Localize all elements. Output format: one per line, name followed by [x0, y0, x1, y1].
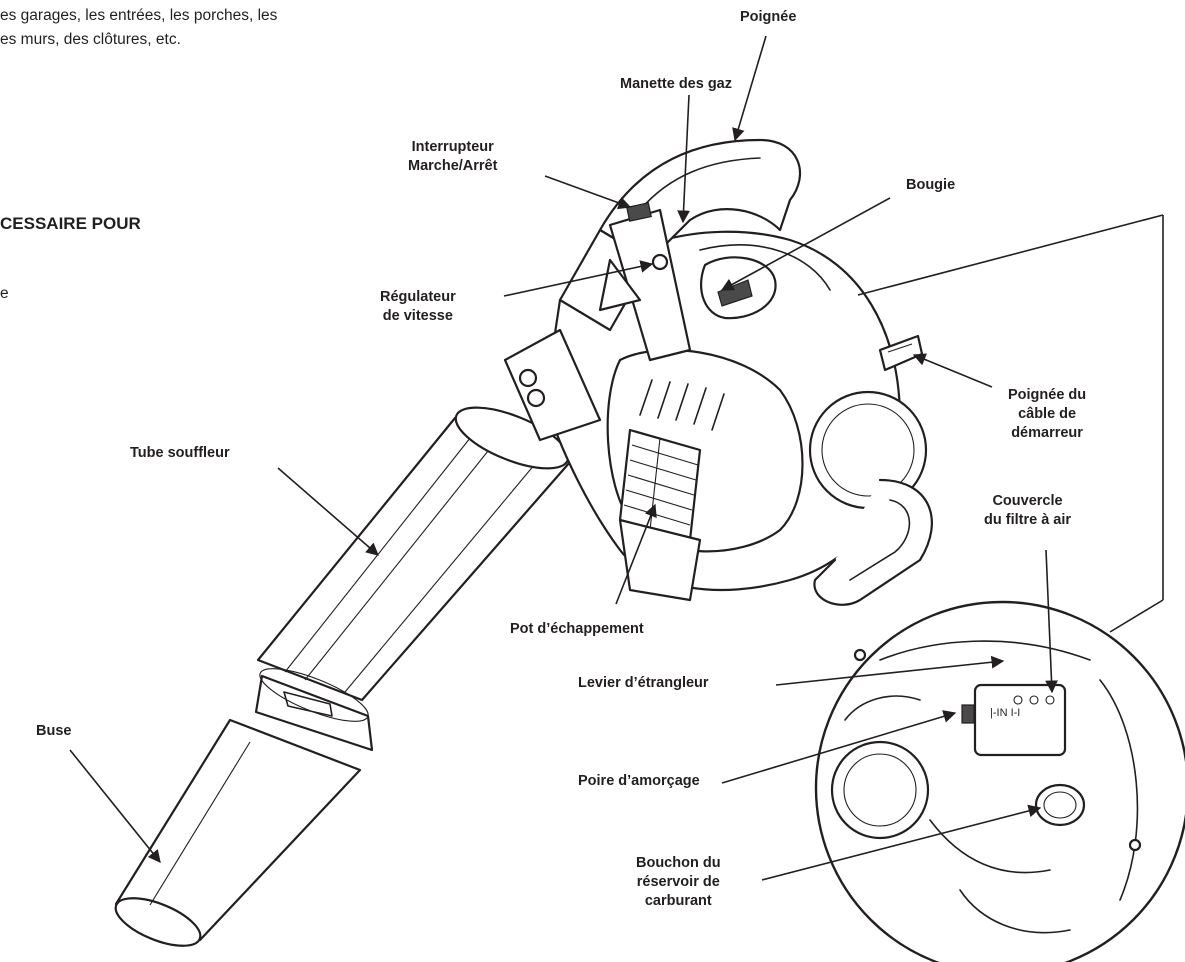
engine-housing-drawing [543, 230, 933, 606]
leader-manette-gaz [677, 94, 690, 224]
label-interrupteur: Interrupteur Marche/Arrêt [408, 138, 497, 176]
label-tube-souffleur: Tube souffleur [130, 444, 230, 463]
leader-bouchon [761, 804, 1042, 881]
leader-bougie [720, 197, 891, 291]
label-bougie-text: Bougie [906, 177, 956, 193]
leader-lines [69, 35, 1058, 881]
label-poignee: Poignée [740, 8, 796, 27]
label-levier-etrangleur: Levier d’étrangleur [578, 674, 709, 693]
label-interrupteur-line-1: Interrupteur [411, 139, 494, 155]
tube-collar-drawing [503, 328, 602, 442]
leader-levier [775, 655, 1005, 686]
handle-drawing [558, 138, 831, 362]
label-buse: Buse [36, 722, 71, 741]
label-couvercle-filtre-line-2: du filtre à air [984, 512, 1072, 528]
label-poignee-cable-line-3: démarreur [1011, 425, 1083, 441]
label-manette-gaz-text: Manette des gaz [620, 76, 732, 92]
intro-text-line-2: es murs, des clôtures, etc. [0, 31, 181, 48]
leader-pot-echappement [615, 503, 657, 605]
label-poire-amorcage: Poire d’amorçage [578, 772, 700, 791]
label-poire-amorcage-text: Poire d’amorçage [578, 773, 700, 789]
inset-detail-drawing: |-IN I-I [814, 214, 1185, 962]
leader-couvercle [1045, 549, 1058, 694]
leader-poignee [732, 35, 767, 142]
label-poignee-cable-line-1: Poignée du [1008, 387, 1087, 403]
label-bouchon-reservoir-line-3: carburant [644, 893, 712, 909]
label-interrupteur-line-2: Marche/Arrêt [408, 158, 498, 174]
leader-poignee-cable [912, 353, 993, 388]
label-poignee-cable-line-2: câble de [1018, 406, 1077, 422]
label-bouchon-reservoir-line-2: réservoir de [636, 874, 720, 890]
label-regulateur-line-2: de vitesse [382, 308, 453, 324]
label-bougie: Bougie [906, 176, 955, 195]
label-levier-etrangleur-text: Levier d’étrangleur [578, 675, 709, 691]
label-bouchon-reservoir: Bouchon du réservoir de carburant [636, 854, 721, 911]
label-poignee-cable: Poignée du câble de démarreur [1008, 386, 1086, 443]
leader-regulateur [503, 260, 654, 297]
nozzle-drawing [114, 718, 362, 947]
label-poignee-text: Poignée [740, 9, 797, 25]
stray-letter: e [0, 285, 9, 302]
label-manette-gaz: Manette des gaz [620, 75, 732, 94]
intro-text-line-1: es garages, les entrées, les porches, le… [0, 7, 278, 24]
svg-text:|-IN I-I: |-IN I-I [990, 707, 1020, 719]
label-buse-text: Buse [36, 723, 72, 739]
label-pot-echappement-text: Pot d’échappement [510, 621, 644, 637]
label-regulateur: Régulateur de vitesse [380, 288, 456, 326]
label-tube-souffleur-text: Tube souffleur [130, 445, 230, 461]
section-heading: CESSAIRE POUR [0, 214, 141, 233]
leader-tube-souffleur [277, 467, 379, 556]
blower-tube-drawing [254, 406, 572, 752]
leader-poire [721, 710, 957, 784]
leader-interrupteur [544, 175, 632, 210]
label-pot-echappement: Pot d’échappement [510, 620, 644, 639]
label-bouchon-reservoir-line-1: Bouchon du [636, 855, 721, 871]
leader-buse [69, 749, 161, 863]
label-couvercle-filtre-line-1: Couvercle [992, 493, 1063, 509]
label-couvercle-filtre: Couvercle du filtre à air [984, 492, 1071, 530]
label-regulateur-line-1: Régulateur [380, 289, 456, 305]
